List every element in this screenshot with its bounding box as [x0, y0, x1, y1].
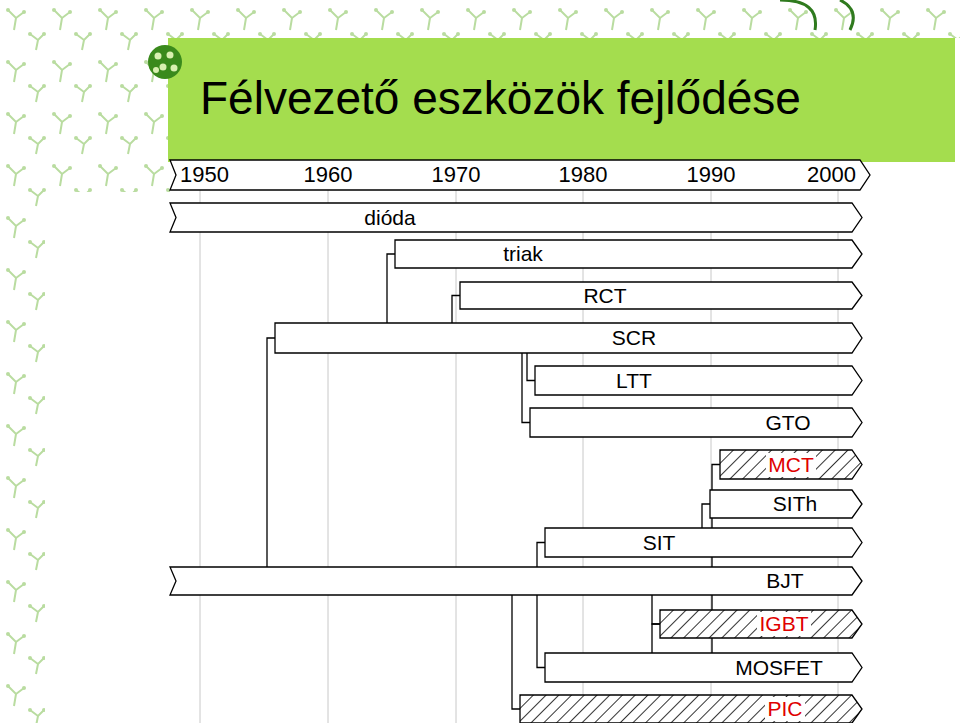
band-outline — [535, 366, 862, 395]
device-band: MOSFET — [545, 653, 862, 682]
left-texture — [0, 0, 170, 723]
band-outline — [530, 408, 862, 437]
lineage-line — [702, 504, 710, 528]
device-band: BJT — [170, 567, 862, 595]
device-name: RCT — [581, 284, 628, 308]
lineage-line — [652, 595, 660, 624]
device-band: dióda — [170, 203, 862, 232]
year-label: 1990 — [685, 163, 738, 187]
device-name: SIT — [641, 531, 678, 555]
device-name: dióda — [362, 206, 417, 230]
year-label: 1970 — [430, 163, 483, 187]
year-band: 1950 1960 1970 1980 1990 2000 — [170, 160, 870, 190]
title-banner — [168, 38, 955, 162]
device-band: PIC — [520, 695, 862, 723]
device-band: MCT — [720, 450, 862, 479]
lineage-line — [267, 338, 275, 567]
device-band: triak — [395, 240, 862, 268]
device-name: GTO — [763, 411, 812, 435]
band-outline — [275, 323, 862, 353]
band-outline — [170, 160, 870, 190]
lineage-line — [652, 624, 660, 653]
device-band: GTO — [530, 408, 862, 437]
device-band: IGBT — [660, 610, 862, 638]
device-band: SITh — [710, 490, 862, 518]
device-band: SCR — [275, 323, 862, 353]
lineage-line — [387, 254, 395, 323]
lineage-line — [527, 353, 535, 381]
device-name: IGBT — [757, 612, 810, 636]
device-name: BJT — [764, 569, 805, 593]
device-name: MOSFET — [733, 656, 825, 680]
band-outline — [170, 203, 862, 232]
device-name: triak — [501, 242, 545, 266]
lineage-line — [452, 296, 460, 324]
lineage-line — [537, 543, 545, 568]
band-outline — [520, 695, 862, 723]
slide-title: Félvezető eszközök fejlődése — [200, 72, 801, 124]
band-outline — [460, 282, 862, 309]
device-name: PIC — [765, 697, 804, 721]
device-name: LTT — [614, 369, 654, 393]
logo-dot — [160, 64, 167, 71]
logo-dot — [153, 67, 159, 73]
banner-flourish — [780, 0, 853, 30]
year-label: 1980 — [557, 163, 610, 187]
lineage-line — [522, 353, 530, 423]
device-band: LTT — [535, 366, 862, 395]
logo-dot — [167, 52, 174, 59]
lineage-line — [537, 595, 545, 668]
device-name: SITh — [771, 492, 819, 516]
device-band: RCT — [460, 282, 862, 309]
year-label: 1960 — [302, 163, 355, 187]
device-name: MCT — [766, 453, 816, 477]
device-name: SCR — [610, 326, 658, 350]
band-outline — [170, 567, 862, 595]
year-label: 1950 — [178, 163, 231, 187]
band-outline — [395, 240, 862, 268]
device-band: SIT — [545, 528, 862, 557]
top-texture — [170, 0, 960, 38]
band-outline — [545, 528, 862, 557]
year-label: 2000 — [805, 163, 858, 187]
logo-dot — [171, 65, 178, 72]
white-field — [45, 192, 170, 723]
logo-dot — [155, 53, 162, 60]
logo — [148, 45, 182, 79]
lineage-line — [512, 595, 520, 709]
